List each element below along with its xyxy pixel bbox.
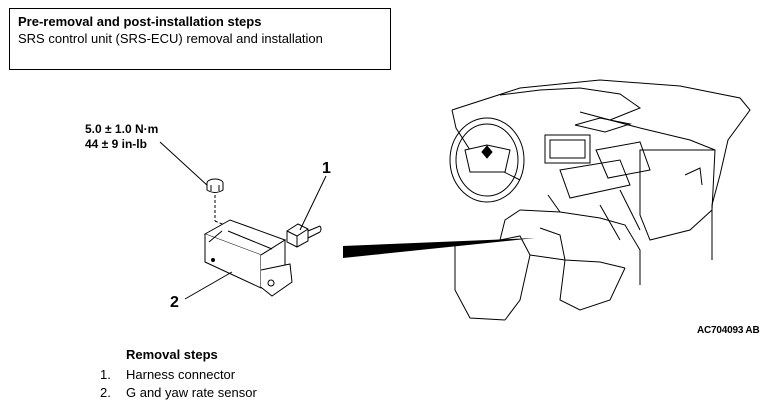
step-label: G and yaw rate sensor — [126, 385, 257, 400]
callout-2-leader — [184, 271, 233, 300]
callout-2: 2 — [170, 294, 179, 311]
sensor-unit-icon — [203, 219, 293, 297]
figure-code: AC704093 AB — [697, 325, 760, 336]
torque-metric: 5.0 ± 1.0 N·m — [85, 122, 159, 136]
callout-1-leader — [299, 175, 327, 231]
note-title: Pre-removal and post-installation steps — [18, 14, 262, 29]
bolt-icon — [206, 178, 224, 193]
callout-1: 1 — [322, 160, 331, 177]
note-box: Pre-removal and post-installation steps … — [9, 8, 391, 70]
list-item: 1. Harness connector — [100, 366, 257, 384]
torque-leader-line — [159, 141, 209, 187]
note-subtitle: SRS control unit (SRS-ECU) removal and i… — [18, 31, 323, 46]
list-item: 2. G and yaw rate sensor — [100, 384, 257, 402]
removal-steps-title: Removal steps — [126, 347, 218, 362]
torque-imperial: 44 ± 9 in-lb — [85, 137, 147, 151]
location-pointer — [343, 238, 535, 258]
harness-connector-icon — [286, 223, 322, 248]
step-number: 1. — [100, 367, 111, 382]
removal-steps-list: 1. Harness connector 2. G and yaw rate s… — [100, 366, 257, 402]
step-number: 2. — [100, 385, 111, 400]
torque-spec: 5.0 ± 1.0 N·m 44 ± 9 in-lb — [85, 122, 158, 152]
dashboard-illustration — [449, 79, 751, 321]
step-label: Harness connector — [126, 367, 236, 382]
